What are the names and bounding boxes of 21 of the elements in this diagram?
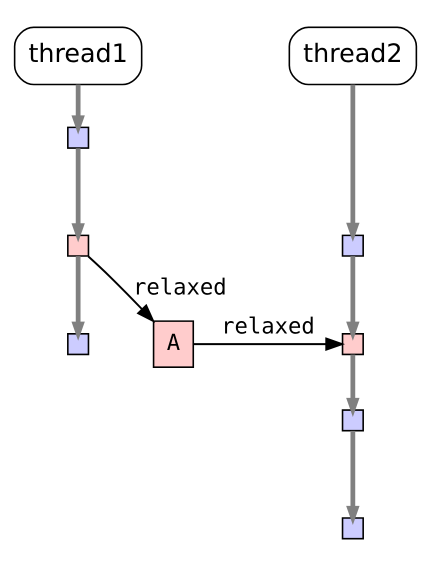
node-box [342, 333, 364, 356]
node-box: thread1 [14, 26, 142, 86]
arrow [346, 430, 360, 526]
node-box: A [152, 320, 194, 368]
arrow [346, 84, 360, 242]
arrow [71, 256, 85, 341]
arrow [193, 337, 346, 352]
node-box [342, 517, 364, 540]
arrow [88, 256, 156, 323]
node-box [67, 234, 90, 257]
arrow [346, 256, 360, 341]
node-box [342, 234, 364, 257]
node-box [342, 409, 364, 432]
edge-label: relaxed [132, 274, 227, 300]
arrow [71, 148, 85, 242]
node-box [67, 126, 90, 149]
edge-label: relaxed [221, 313, 315, 340]
arrow [71, 84, 85, 135]
node-box [67, 333, 90, 356]
arrow [346, 354, 360, 417]
node-box: thread2 [288, 26, 418, 86]
